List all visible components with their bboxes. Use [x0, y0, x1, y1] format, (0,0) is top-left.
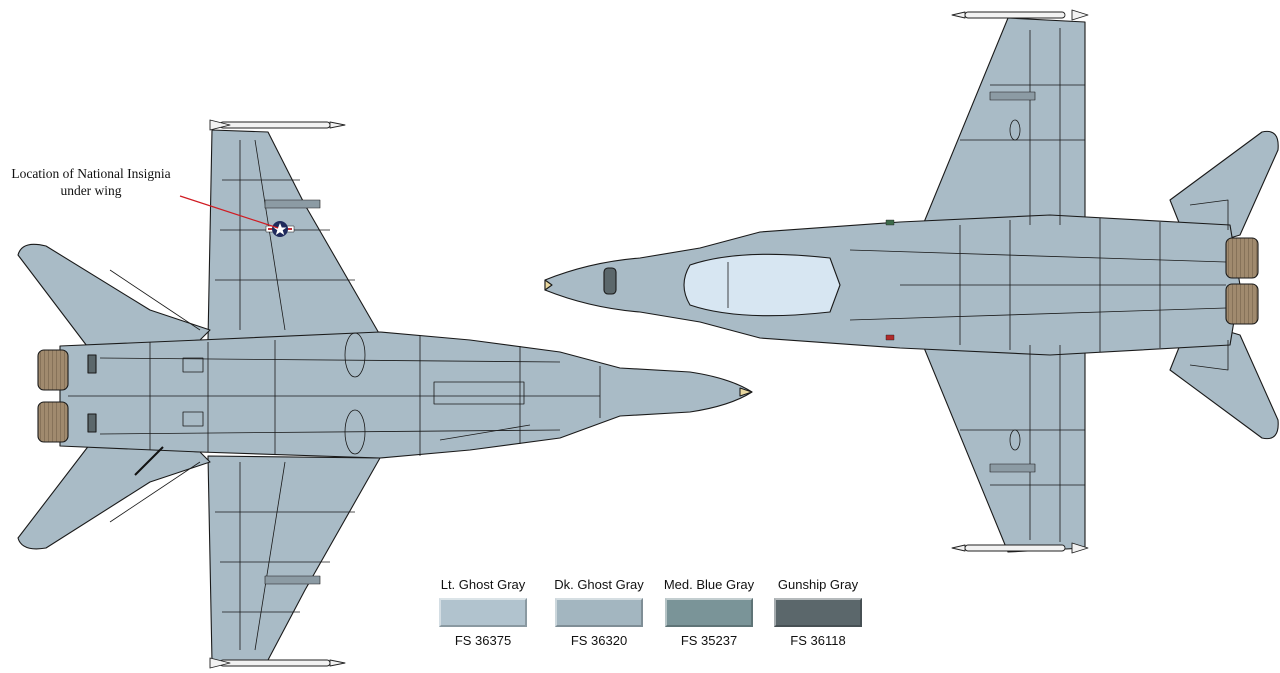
left-fuselage — [59, 331, 753, 459]
left-nozzle-upper — [37, 349, 69, 391]
swatch-chip — [774, 598, 862, 627]
underside-view-aircraft — [17, 119, 753, 669]
left-wing-upper — [207, 129, 381, 341]
swatch-gunship-gray: Gunship Gray FS 36118 — [768, 576, 868, 649]
swatch-code: FS 35237 — [680, 633, 738, 648]
swatch-name: Gunship Gray — [777, 577, 859, 592]
swatch-name: Med. Blue Gray — [663, 577, 755, 592]
swatch-dk-ghost-gray: Dk. Ghost Gray FS 36320 — [549, 576, 649, 649]
top-view-aircraft — [544, 9, 1279, 554]
swatch-code: FS 36320 — [570, 633, 628, 648]
swatch-code: FS 36118 — [790, 633, 846, 648]
swatch-lt-ghost-gray: Lt. Ghost Gray FS 36375 — [433, 576, 533, 649]
right-nozzle-upper — [1225, 237, 1259, 279]
right-nozzle-lower — [1225, 283, 1259, 325]
canopy — [683, 253, 841, 317]
national-insignia — [265, 221, 295, 237]
left-tail-lower — [17, 443, 211, 550]
left-wing-lower — [207, 455, 381, 663]
swatch-med-blue-gray: Med. Blue Gray FS 35237 — [659, 576, 759, 649]
right-tail-lower — [1169, 319, 1279, 440]
left-nozzle-lower — [37, 401, 69, 443]
swatch-chip — [439, 598, 527, 627]
insignia-leader-line — [179, 195, 279, 229]
swatch-chip — [665, 598, 753, 627]
swatch-name: Dk. Ghost Gray — [554, 577, 644, 592]
swatch-name: Lt. Ghost Gray — [440, 577, 526, 592]
swatch-code: FS 36375 — [454, 633, 512, 648]
callout-line-1: Location of National Insignia — [11, 166, 171, 181]
right-tail-upper — [1169, 130, 1279, 251]
callout-line-2: under wing — [60, 183, 122, 198]
left-tail-upper — [17, 243, 211, 351]
insignia-callout: Location of National Insignia under wing — [0, 165, 182, 199]
swatch-chip — [555, 598, 643, 627]
